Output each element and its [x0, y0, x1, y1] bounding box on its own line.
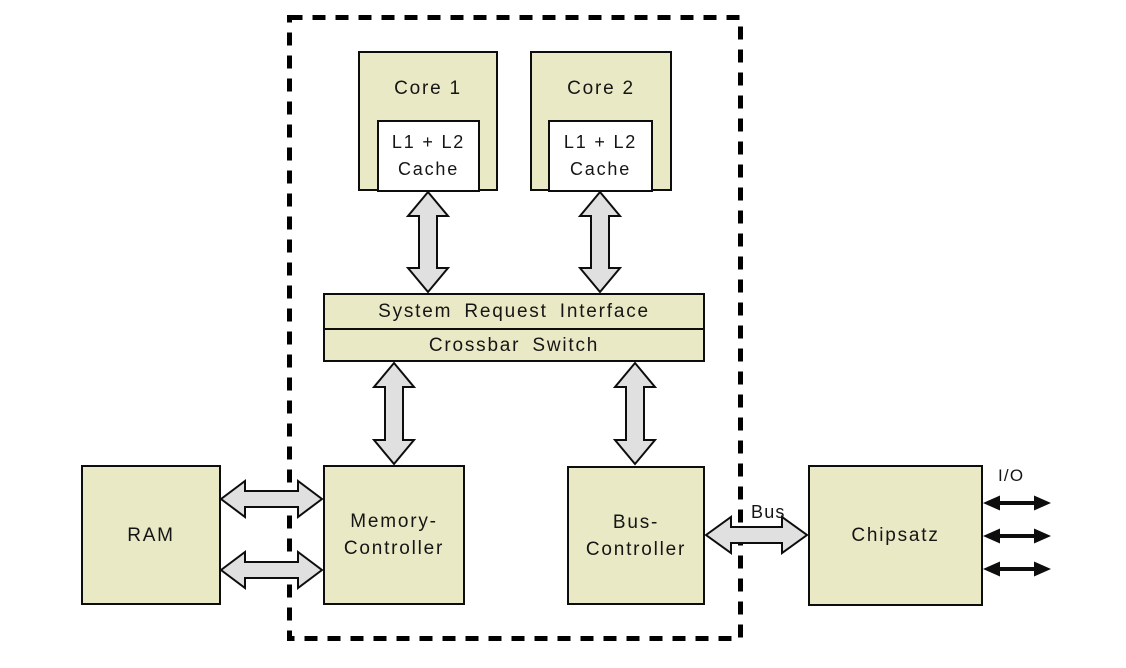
cache1-label-line1: L1 + L2 [391, 132, 466, 152]
arrow-crossbar-memory-controller [371, 361, 417, 466]
arrow-ram-memory-controller-lower [219, 550, 324, 590]
memory-controller-label-line1: Memory- [350, 511, 438, 532]
core1-label: Core 1 [394, 78, 462, 99]
arrow-bus-controller-chipsatz [704, 515, 809, 555]
memory-controller-label-line2: Controller [343, 538, 445, 559]
arrow-cache1-sri [405, 190, 451, 294]
io-arrow-1-left-head [983, 495, 1000, 511]
arrow-cache2-sri [577, 190, 623, 294]
io-arrow-2-left-head [983, 528, 1000, 544]
io-arrows-group [983, 495, 1051, 577]
io-arrow-3-right-head [1034, 561, 1051, 577]
io-arrow-3-left-head [983, 561, 1000, 577]
cpu-package-dashed-boundary [287, 15, 743, 641]
io-arrow-1-right-head [1034, 495, 1051, 511]
cache1-label-line2: Cache [397, 159, 460, 179]
crossbar-switch-label: Crossbar Switch [428, 334, 600, 356]
io-label: I/O [998, 466, 1025, 485]
cache2-block: L1 + L2 Cache [548, 120, 653, 192]
chipsatz-label: Chipsatz [851, 525, 940, 546]
system-request-interface-label: System Request Interface [378, 301, 650, 322]
arrow-ram-memory-controller-upper [219, 479, 324, 519]
crossbar-switch-block: Crossbar Switch [323, 328, 705, 362]
chipsatz-block: Chipsatz [808, 465, 983, 606]
io-arrow-2-right-head [1034, 528, 1051, 544]
memory-controller-block: Memory- Controller [323, 465, 465, 605]
bus-controller-block: Bus- Controller [567, 466, 705, 605]
cache2-label-line2: Cache [569, 159, 632, 179]
core2-label: Core 2 [567, 78, 635, 99]
ram-label: RAM [127, 524, 175, 546]
system-request-interface-block: System Request Interface [323, 293, 705, 330]
cache2-label-line1: L1 + L2 [563, 132, 638, 152]
ram-block: RAM [81, 465, 221, 605]
cache1-block: L1 + L2 Cache [377, 120, 480, 192]
bus-controller-label-line2: Controller [585, 538, 687, 560]
bus-controller-label-line1: Bus- [612, 511, 660, 533]
bus-label: Bus [751, 502, 786, 522]
arrow-crossbar-bus-controller [612, 361, 658, 466]
